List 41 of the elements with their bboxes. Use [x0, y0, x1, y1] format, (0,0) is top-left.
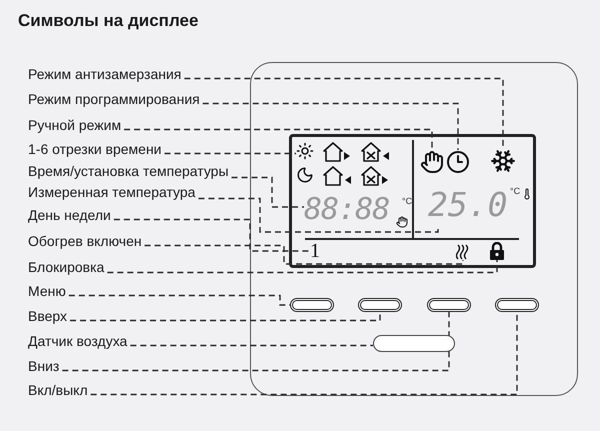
heat-waves-icon: [456, 244, 470, 260]
unit-label: °C: [402, 196, 412, 206]
leader-line: [70, 312, 381, 322]
button-key: [358, 298, 402, 312]
callout-label: Вверх: [28, 308, 68, 325]
title: Символы на дисплее: [18, 10, 198, 32]
callout-label: Меню: [28, 283, 66, 300]
callout-label: Вниз: [28, 358, 60, 375]
callout-label: Вкл/выкл: [28, 382, 88, 399]
button-key: [290, 298, 334, 312]
callout-label: Блокировка: [28, 259, 104, 276]
leader-line: [90, 312, 518, 396]
leader-line: [198, 198, 439, 233]
leader-line: [124, 128, 433, 150]
callout-label: Ручной режим: [28, 117, 122, 134]
callout-label: Время/установка температуры: [28, 163, 229, 180]
unit-label: °C: [510, 186, 520, 196]
leader-line: [164, 152, 296, 154]
callout-label: Измеренная температура: [28, 184, 196, 201]
callout-label: 1-6 отрезки времени: [28, 141, 162, 158]
leader-line: [202, 102, 459, 150]
leader-line: [62, 312, 450, 372]
callout-label: Обогрев включен: [28, 233, 142, 250]
leader-line: [114, 218, 310, 252]
button-key: [495, 298, 539, 312]
button-key: [427, 298, 471, 312]
leader-line: [107, 260, 498, 274]
leader-line: [232, 176, 304, 208]
segment-digits: 25.0: [428, 184, 508, 226]
callout-label: Датчик воздуха: [28, 333, 128, 350]
sensor-slot: [373, 335, 455, 352]
segment-digits: 88:88: [304, 194, 390, 226]
callout-label: Режим программирования: [28, 91, 200, 108]
leader-line: [68, 294, 290, 306]
callout-label: День недели: [28, 207, 111, 224]
callout-label: Режим антизамерзания: [28, 66, 182, 83]
lock-icon: [489, 242, 505, 260]
day-number: 1: [310, 241, 320, 261]
leader-line: [130, 344, 373, 346]
leader-line: [144, 244, 464, 265]
leader-line: [184, 78, 504, 148]
